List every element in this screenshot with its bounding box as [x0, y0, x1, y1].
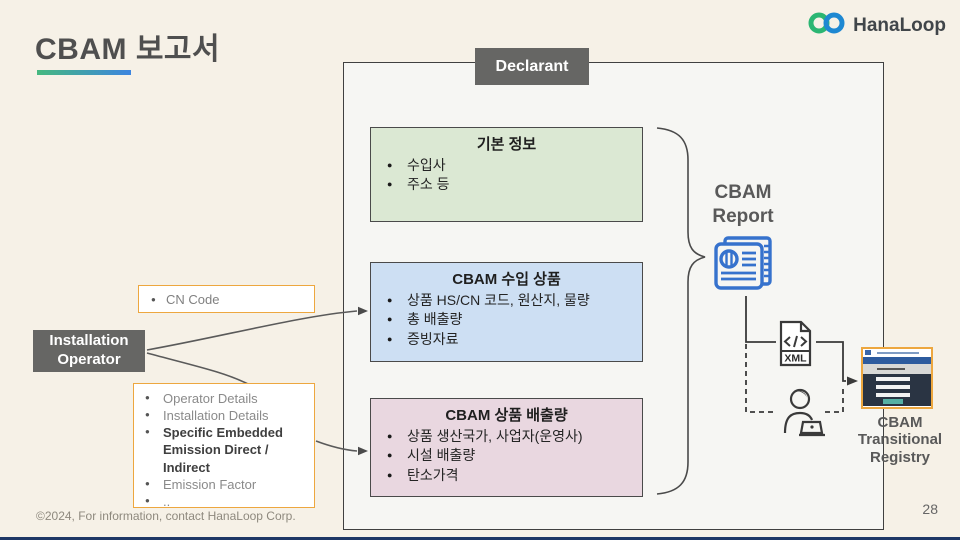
registry-header [863, 349, 931, 357]
list-item: 수입사 [381, 156, 632, 175]
cn-code-item: CN Code [139, 292, 314, 307]
list-item: 상품 생산국가, 사업자(운영사) [381, 427, 632, 446]
emissions-title: CBAM 상품 배출량 [445, 407, 568, 424]
bottom-accent-bar [0, 537, 960, 540]
registry-label: CBAM Transitional Registry [857, 414, 943, 466]
page-number: 28 [922, 501, 938, 517]
xml-label: XML [784, 353, 807, 365]
registry-login-button [883, 399, 903, 404]
list-item: 상품 HS/CN 코드, 원산지, 물량 [381, 291, 632, 310]
emissions-list: 상품 생산국가, 사업자(운영사) 시설 배출량 탄소가격 [381, 427, 632, 485]
list-item: 증빙자료 [381, 330, 632, 349]
list-item: 탄소가격 [381, 466, 632, 485]
logo-text: HanaLoop [853, 14, 946, 36]
import-goods-list: 상품 HS/CN 코드, 원산지, 물량 총 배출량 증빙자료 [381, 291, 632, 349]
footer-copyright: ©2024, For information, contact HanaLoop… [36, 509, 296, 523]
list-item: Specific Embedded Emission Direct / Indi… [136, 424, 310, 475]
list-item: Operator Details [136, 390, 310, 407]
declarant-label: Declarant [475, 48, 589, 85]
title-underline [37, 70, 131, 75]
installation-operator-label: Installation Operator [33, 330, 145, 372]
list-item: Emission Factor [136, 476, 310, 493]
xml-file-icon: XML [777, 320, 815, 372]
hanaloop-logo: HanaLoop [805, 10, 946, 41]
list-item: 총 배출량 [381, 310, 632, 329]
basic-info-title: 기본 정보 [476, 136, 537, 153]
import-goods-title: CBAM 수입 상품 [452, 271, 561, 288]
emissions-box: CBAM 상품 배출량 상품 생산국가, 사업자(운영사) 시설 배출량 탄소가… [370, 398, 643, 497]
person-with-laptop-icon [779, 387, 825, 442]
operator-details-list: Operator Details Installation Details Sp… [136, 390, 310, 510]
page-title: CBAM 보고서 [35, 33, 221, 66]
operator-details-box: Operator Details Installation Details Sp… [133, 383, 315, 510]
registry-login-panel [863, 374, 931, 406]
report-document-icon [712, 232, 778, 301]
basic-info-list: 수입사 주소 등 [381, 156, 632, 195]
registry-navbar [863, 357, 931, 364]
registry-screenshot [861, 347, 933, 409]
basic-info-box: 기본 정보 수입사 주소 등 [370, 127, 643, 222]
list-item: Installation Details [136, 407, 310, 424]
registry-subheader [863, 364, 931, 374]
cbam-report-label: CBAM Report [712, 182, 774, 227]
list-item: 시설 배출량 [381, 446, 632, 465]
list-item: 주소 등 [381, 175, 632, 194]
infinity-icon [805, 10, 849, 41]
cn-code-box: CN Code [138, 285, 315, 313]
import-goods-box: CBAM 수입 상품 상품 HS/CN 코드, 원산지, 물량 총 배출량 증빙… [370, 262, 643, 362]
list-item: .. [136, 493, 310, 510]
